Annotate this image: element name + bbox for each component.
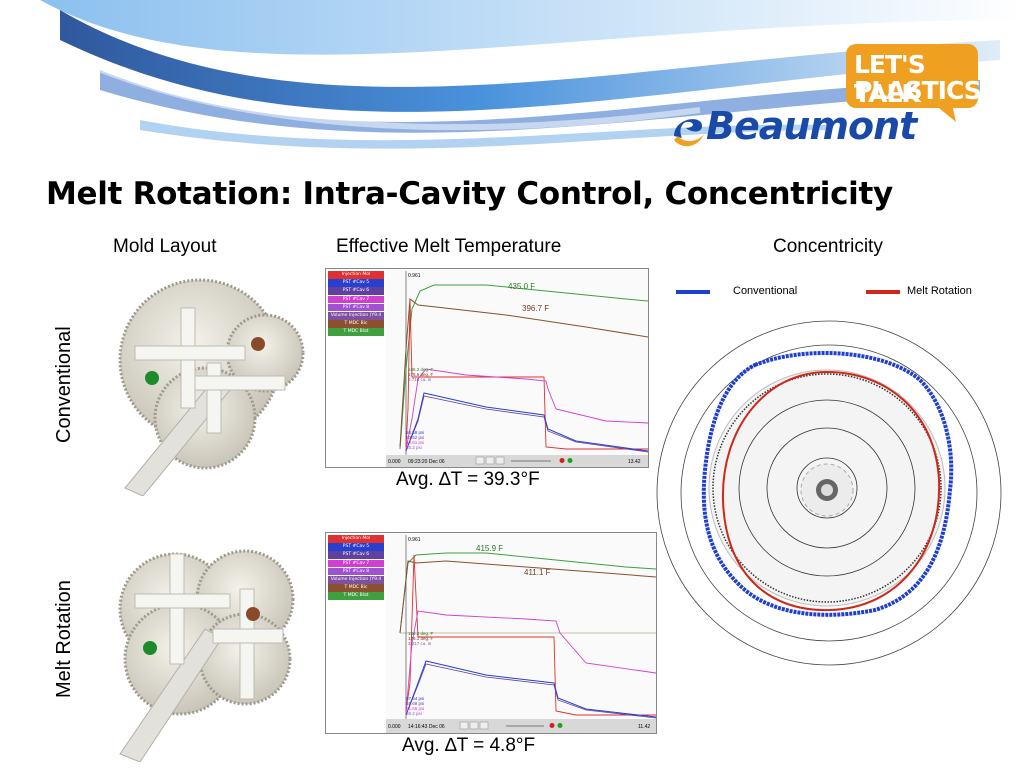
row-label-conventional: Conventional bbox=[53, 326, 75, 443]
cursor-marker-label: 0.961 bbox=[408, 273, 421, 279]
legend-entry: T MDC Blat bbox=[328, 328, 384, 336]
legend-entry: Volume Injection (Y9.4 bbox=[328, 575, 384, 584]
header-banner bbox=[0, 0, 1024, 149]
inline-label: 2.217 cu. in bbox=[408, 641, 432, 646]
footer-start: 0.000 bbox=[388, 724, 401, 730]
concentricity-diagram bbox=[656, 320, 1002, 666]
beaumont-swoosh-icon bbox=[674, 119, 704, 147]
legend-entry: Injection Mol bbox=[328, 535, 384, 543]
column-header-concentricity: Concentricity bbox=[773, 236, 883, 257]
pressure-label: 57.64 psi bbox=[406, 696, 424, 701]
legend-entry: T MDC Bic bbox=[328, 584, 384, 592]
pressure-label: 58.2 psi bbox=[406, 711, 422, 716]
pressure-label: 55.2 psi bbox=[406, 445, 422, 450]
legend-entry: T MDC Bic bbox=[328, 320, 384, 328]
legend-entry: PST #Cav 5 bbox=[328, 279, 384, 287]
logo-tagline-line2: PLASTICS bbox=[854, 76, 982, 105]
pressure-label: 51.65 psi bbox=[406, 706, 424, 711]
legend-swatch-melt-rotation bbox=[866, 290, 900, 294]
column-header-effective-temp: Effective Melt Temperature bbox=[336, 236, 562, 257]
avg-delta-conventional: Avg. ∆T = 39.3°F bbox=[396, 469, 540, 490]
pressure-label: 53.62 psi bbox=[406, 435, 424, 440]
cursor-marker-label: 0.961 bbox=[408, 537, 421, 543]
pressure-label: 49.61 psi bbox=[406, 440, 424, 445]
footer-end: 11.42 bbox=[638, 724, 650, 730]
footer-start: 0.000 bbox=[388, 459, 401, 465]
chart-plot-area: 0.961 435.0 F 396.7 F 186.2 deg. F 175.6… bbox=[386, 269, 648, 467]
slide-title: Melt Rotation: Intra-Cavity Control, Con… bbox=[46, 176, 893, 212]
legend-entry: PST #Cav 8 bbox=[328, 567, 384, 576]
legend-swatch-conventional bbox=[676, 290, 710, 294]
inline-label: 175.6 deg. F bbox=[408, 372, 434, 377]
legend-entry: PST #Cav 6 bbox=[328, 551, 384, 559]
lets-talk-plastics-logo: LET'S TALK PLASTICS bbox=[846, 44, 982, 108]
beaumont-wordmark: Beaumont bbox=[706, 104, 917, 148]
pressure-label: 58.58 psi bbox=[406, 430, 424, 435]
legend-entry: PST #Cav 7 bbox=[328, 559, 384, 568]
legend-label-melt-rotation: Melt Rotation bbox=[907, 285, 972, 297]
legend-entry: PST #Cav 6 bbox=[328, 287, 384, 295]
footer-end: 13.42 bbox=[628, 459, 641, 465]
logo-tagline-line1: LET'S TALK bbox=[854, 50, 926, 108]
pressure-label: 55.69 psi bbox=[406, 701, 424, 706]
footer-timestamp: 14:16:43 Dec 06 bbox=[408, 724, 445, 730]
legend-entry: Volume Injection (Y9.4 bbox=[328, 311, 384, 320]
logo-speech-tail bbox=[934, 104, 956, 122]
inline-label: 178.1 deg. F bbox=[408, 636, 434, 641]
legend-entry: Injection Mol bbox=[328, 271, 384, 279]
inline-label: 186.4 deg. F bbox=[408, 631, 434, 636]
footer-timestamp: 09:23:20 Dec 06 bbox=[408, 459, 445, 465]
legend-entry: PST #Cav 8 bbox=[328, 303, 384, 312]
second-temp-label: 396.7 F bbox=[522, 304, 549, 313]
mold-image-melt-rotation bbox=[95, 534, 305, 762]
inline-label: 2.716 cu. in bbox=[408, 377, 432, 382]
legend-entry: PST #Cav 5 bbox=[328, 543, 384, 551]
peak-temp-label: 415.9 F bbox=[476, 544, 503, 553]
avg-delta-melt-rotation: Avg. ∆T = 4.8°F bbox=[402, 735, 536, 756]
row-label-melt-rotation: Melt Rotation bbox=[53, 580, 75, 698]
second-temp-label: 411.1 F bbox=[524, 568, 551, 577]
column-header-mold-layout: Mold Layout bbox=[113, 236, 217, 257]
legend-entry: PST #Cav 7 bbox=[328, 295, 384, 304]
legend-entry: T MDC Blat bbox=[328, 592, 384, 600]
chart-plot-area: 0.961 415.9 F 411.1 F 186.4 deg. F 178.1… bbox=[386, 533, 656, 733]
inline-label: 186.2 deg. F bbox=[408, 367, 434, 372]
legend-label-conventional: Conventional bbox=[733, 285, 798, 297]
mold-image-conventional bbox=[95, 268, 305, 496]
peak-temp-label: 435.0 F bbox=[508, 282, 535, 291]
